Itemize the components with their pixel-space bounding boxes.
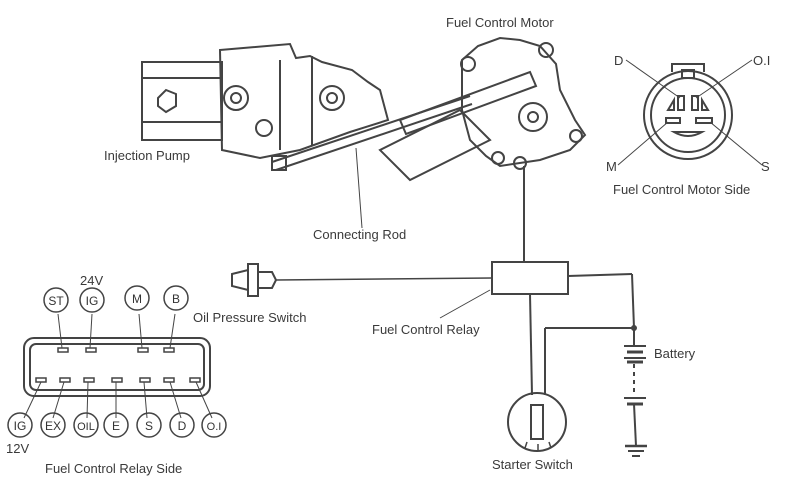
- oil-pressure-switch-label: Oil Pressure Switch: [193, 310, 307, 325]
- relay-connector-drawing: [23, 313, 213, 419]
- motor-pin-s-label: S: [761, 159, 770, 174]
- relay-pin-oil: OIL: [77, 421, 95, 433]
- relay-pin-m: M: [132, 292, 142, 306]
- relay-pin-s: S: [145, 419, 153, 433]
- connecting-rod-drawing: [271, 95, 473, 229]
- relay-pin-b: B: [172, 292, 180, 306]
- voltage-12v-label: 12V: [6, 441, 30, 456]
- fuel-control-motor-drawing: [378, 36, 587, 262]
- motor-pin-oi-label: O.I: [753, 53, 771, 68]
- battery-label: Battery: [654, 346, 696, 361]
- fuel-control-motor-side-label: Fuel Control Motor Side: [613, 182, 751, 197]
- oil-pressure-switch-drawing: [231, 263, 493, 297]
- relay-pin-ig-24v: IG: [86, 294, 99, 308]
- relay-pin-e: E: [112, 419, 120, 433]
- relay-pin-d: D: [178, 419, 187, 433]
- starter-switch-label: Starter Switch: [492, 457, 573, 472]
- relay-pin-ex: EX: [45, 419, 61, 433]
- motor-connector-drawing: [617, 59, 763, 166]
- relay-wiring: [439, 261, 647, 457]
- fuel-control-relay-label: Fuel Control Relay: [372, 322, 480, 337]
- injection-pump-label: Injection Pump: [104, 148, 190, 163]
- motor-pin-d-label: D: [614, 53, 624, 68]
- voltage-24v-label: 24V: [80, 273, 104, 288]
- starter-switch-drawing: [507, 392, 567, 452]
- fuel-control-relay-side-label: Fuel Control Relay Side: [45, 461, 183, 476]
- connecting-rod-label: Connecting Rod: [313, 227, 407, 242]
- motor-pin-m-label: M: [606, 159, 617, 174]
- relay-pin-st: ST: [48, 294, 64, 308]
- fuel-control-motor-label: Fuel Control Motor: [446, 15, 554, 30]
- relay-pin-ig-12v: IG: [14, 419, 27, 433]
- relay-pin-oi: O.I: [207, 421, 222, 433]
- injection-pump-drawing: [141, 42, 390, 160]
